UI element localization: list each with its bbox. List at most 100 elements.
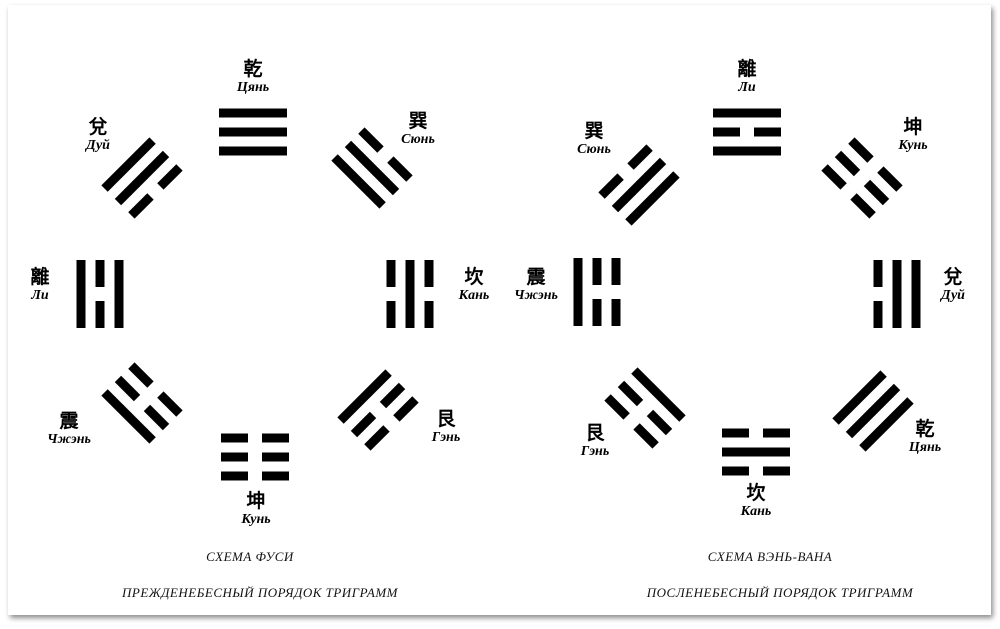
trigram-name: Гэнь (580, 444, 610, 459)
wenwang-trigram-kun (821, 137, 903, 219)
yin-line-segment (387, 156, 413, 182)
yin-line-segment (393, 396, 419, 422)
yin-line-segment (722, 466, 749, 476)
yin-line-segment (763, 466, 790, 476)
yin-line-segment (424, 301, 434, 328)
trigram-hanzi: 坤 (903, 116, 923, 138)
trigram-hanzi: 震 (59, 410, 79, 432)
yin-line-segment (386, 301, 396, 328)
yin-line-segment (877, 166, 903, 192)
trigram-hanzi: 坎 (464, 266, 484, 288)
yin-line-segment (633, 423, 659, 449)
trigram-name: Сюнь (577, 142, 611, 157)
trigram-name: Цянь (236, 80, 270, 95)
yin-line-segment (262, 452, 289, 462)
yang-line (405, 260, 415, 328)
trigram-name: Чжэнь (514, 288, 558, 303)
trigram-name: Ли (738, 80, 756, 95)
trigram-name: Кунь (898, 138, 928, 153)
trigram-name: Кань (458, 288, 490, 303)
trigram-name: Кань (740, 504, 772, 519)
fusi-trigram-zhen (101, 362, 183, 444)
wenwang-trigram-zhen (573, 258, 621, 326)
wenwang-trigram-dui (873, 260, 921, 328)
fusi-trigram-xun (331, 127, 413, 209)
trigram-hanzi: 震 (526, 266, 546, 288)
yin-line-segment (598, 173, 624, 199)
yin-line-segment (143, 404, 170, 431)
yin-line-segment (592, 258, 602, 285)
yang-line (101, 389, 156, 444)
yin-line-segment (834, 150, 861, 177)
fusi-trigram-li (76, 260, 124, 328)
yin-line-segment (863, 179, 890, 206)
yin-line-segment (221, 433, 248, 443)
trigram-name: Гэнь (431, 430, 461, 445)
yin-line-segment (850, 193, 876, 219)
fusi-subtitle: ПРЕЖДЕНЕБЕСНЫЙ ПОРЯДОК ТРИГРАММ (121, 585, 398, 600)
wenwang-trigram-qian (832, 370, 914, 452)
yin-line-segment (386, 260, 396, 287)
figure-card (8, 5, 991, 615)
yang-line (344, 140, 400, 196)
yin-line-segment (221, 452, 248, 462)
yin-line-segment (128, 362, 154, 388)
fusi-trigram-gen (337, 369, 419, 451)
yin-line-segment (821, 164, 847, 190)
trigram-hanzi: 乾 (243, 58, 263, 80)
fusi-title: СХЕМА ФУСИ (206, 549, 294, 564)
trigram-name: Кунь (241, 512, 271, 527)
trigram-hanzi: 離 (30, 266, 50, 288)
yang-line (573, 258, 583, 326)
trigram-hanzi: 乾 (915, 418, 935, 440)
yin-line-segment (95, 260, 105, 287)
trigram-name: Сюнь (401, 132, 435, 147)
yang-line (219, 108, 287, 118)
trigram-hanzi: 艮 (585, 422, 605, 444)
yang-line (101, 137, 156, 192)
fusi-trigram-dui (101, 137, 183, 219)
trigram-hanzi: 坤 (246, 490, 266, 512)
yin-line-segment (592, 299, 602, 326)
yang-line (625, 171, 680, 226)
yang-line (337, 369, 392, 424)
wenwang-trigram-gen (604, 367, 686, 449)
yang-line (114, 260, 124, 328)
yin-line-segment (95, 301, 105, 328)
yin-line-segment (611, 258, 621, 285)
trigram-name: Дуй (86, 138, 110, 153)
yang-line (331, 154, 386, 209)
trigram-name: Ли (31, 288, 49, 303)
yang-line (219, 127, 287, 137)
yin-line-segment (114, 375, 141, 402)
yang-line (892, 260, 902, 328)
yang-line (911, 260, 921, 328)
trigram-name: Дуй (941, 288, 965, 303)
yang-line (76, 260, 86, 328)
trigram-hanzi: 巽 (408, 110, 428, 132)
trigram-hanzi: 兌 (88, 116, 108, 138)
wenwang-title: СХЕМА ВЭНЬ-ВАНА (707, 549, 833, 564)
trigram-hanzi: 巽 (584, 120, 604, 142)
yang-line (832, 370, 887, 425)
yin-line-segment (722, 428, 749, 438)
yin-line-segment (713, 127, 740, 137)
yin-line-segment (611, 299, 621, 326)
yin-line-segment (617, 380, 644, 407)
yin-line-segment (646, 409, 673, 436)
yang-line (713, 146, 781, 156)
yin-line-segment (350, 411, 377, 438)
yin-line-segment (221, 471, 248, 481)
yang-line (859, 397, 914, 452)
yin-line-segment (358, 127, 384, 153)
yang-line (845, 383, 901, 439)
